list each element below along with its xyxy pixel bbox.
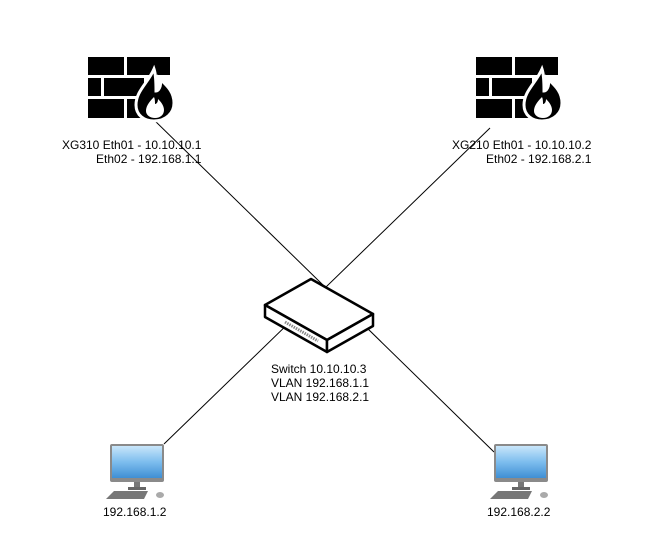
- edge-fw2-pc1[interactable]: [163, 127, 491, 445]
- fw2-label-line: XG210 Eth01 - 10.10.10.2: [452, 138, 592, 152]
- pc2-label-line: 192.168.2.2: [487, 505, 551, 519]
- firewall-icon[interactable]: [88, 57, 176, 123]
- pc1-label-line: 192.168.1.2: [103, 505, 167, 519]
- pc2-label: 192.168.2.2: [487, 505, 550, 519]
- switch-icon[interactable]: [263, 277, 375, 354]
- firewall-icon[interactable]: [476, 57, 564, 123]
- fw2-label-line: Eth02 - 192.168.2.1: [486, 152, 592, 166]
- fw2-label: XG210 Eth01 - 10.10.10.2 Eth02 - 192.168…: [452, 138, 591, 166]
- switch-label-line: Switch 10.10.10.3: [271, 362, 367, 376]
- switch-label-line: VLAN 192.168.1.1: [271, 376, 370, 390]
- fw1-label-line: Eth02 - 192.168.1.1: [96, 152, 202, 166]
- switch-label-line: VLAN 192.168.2.1: [271, 390, 370, 404]
- pc1-label: 192.168.1.2: [103, 505, 166, 519]
- desktop-computer-icon[interactable]: [106, 444, 164, 499]
- desktop-computer-icon[interactable]: [490, 444, 548, 499]
- switch-label: Switch 10.10.10.3 VLAN 192.168.1.1 VLAN …: [271, 362, 369, 404]
- fw1-label-line: XG310 Eth01 - 10.10.10.1: [62, 138, 202, 152]
- fw1-label: XG310 Eth01 - 10.10.10.1 Eth02 - 192.168…: [62, 138, 201, 166]
